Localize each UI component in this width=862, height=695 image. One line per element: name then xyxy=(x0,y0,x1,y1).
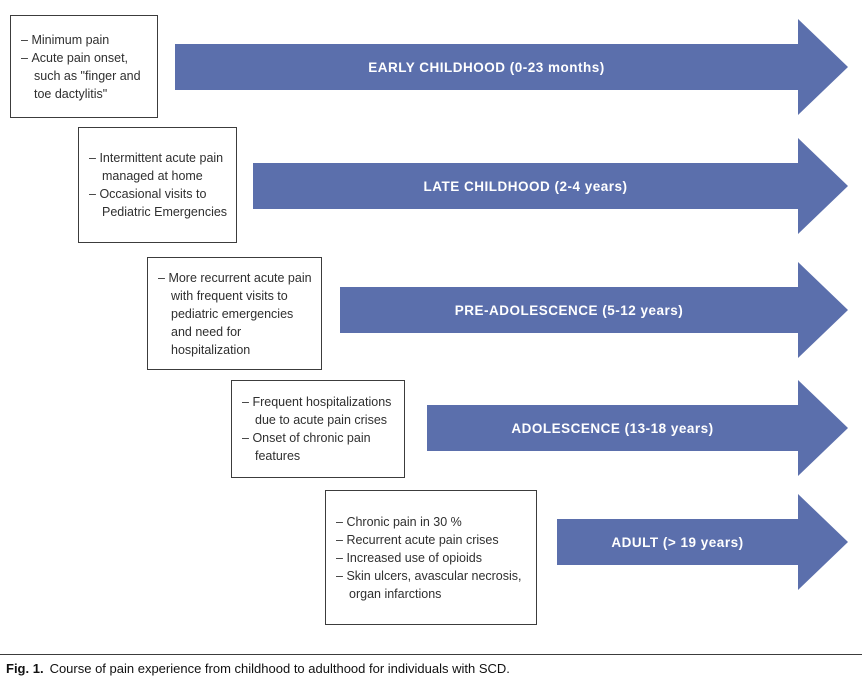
arrow-late-childhood: LATE CHILDHOOD (2-4 years) xyxy=(253,138,848,234)
note-bullet-list: Frequent hospitalizations due to acute p… xyxy=(242,393,399,465)
note-bullet: Frequent hospitalizations due to acute p… xyxy=(242,393,399,429)
arrow-body: PRE-ADOLESCENCE (5-12 years) xyxy=(340,287,798,333)
note-bullet-list: Minimum pain Acute pain onset, such as "… xyxy=(21,31,152,103)
note-bullet: Chronic pain in 30 % xyxy=(336,513,531,531)
caption-divider xyxy=(0,654,862,655)
note-box-pre-adolescence: More recurrent acute pain with frequent … xyxy=(147,257,322,370)
caption-figure-number: Fig. 1. xyxy=(6,661,44,676)
arrow-early-childhood: EARLY CHILDHOOD (0-23 months) xyxy=(175,19,848,115)
arrow-adolescence: ADOLESCENCE (13-18 years) xyxy=(427,380,848,476)
note-bullet: Increased use of opioids xyxy=(336,549,531,567)
arrow-body: ADOLESCENCE (13-18 years) xyxy=(427,405,798,451)
note-bullet: Skin ulcers, avascular necrosis, organ i… xyxy=(336,567,531,603)
arrow-adult: ADULT (> 19 years) xyxy=(557,494,848,590)
note-box-adult: Chronic pain in 30 % Recurrent acute pai… xyxy=(325,490,537,625)
note-bullet-list: Intermittent acute pain managed at home … xyxy=(89,149,231,221)
stage-label-pre-adolescence: PRE-ADOLESCENCE (5-12 years) xyxy=(454,302,684,318)
note-bullet: Occasional visits to Pediatric Emergenci… xyxy=(89,185,231,221)
note-bullet-list: Chronic pain in 30 % Recurrent acute pai… xyxy=(336,513,531,603)
arrow-head-icon xyxy=(798,262,848,358)
arrow-body: LATE CHILDHOOD (2-4 years) xyxy=(253,163,798,209)
caption-text: Course of pain experience from childhood… xyxy=(49,661,510,676)
note-bullet: Minimum pain xyxy=(21,31,152,49)
note-box-early-childhood: Minimum pain Acute pain onset, such as "… xyxy=(10,15,158,118)
note-bullet: Onset of chronic pain features xyxy=(242,429,399,465)
note-bullet: Intermittent acute pain managed at home xyxy=(89,149,231,185)
stage-label-adult: ADULT (> 19 years) xyxy=(611,534,744,550)
stage-label-late-childhood: LATE CHILDHOOD (2-4 years) xyxy=(423,178,628,194)
arrow-body: EARLY CHILDHOOD (0-23 months) xyxy=(175,44,798,90)
note-bullet: More recurrent acute pain with frequent … xyxy=(158,269,316,359)
arrow-body: ADULT (> 19 years) xyxy=(557,519,798,565)
figure-caption: Fig. 1. Course of pain experience from ch… xyxy=(6,661,510,676)
arrow-pre-adolescence: PRE-ADOLESCENCE (5-12 years) xyxy=(340,262,848,358)
arrow-head-icon xyxy=(798,494,848,590)
note-bullet: Acute pain onset, such as "finger and to… xyxy=(21,49,152,103)
note-box-late-childhood: Intermittent acute pain managed at home … xyxy=(78,127,237,243)
stage-label-early-childhood: EARLY CHILDHOOD (0-23 months) xyxy=(368,59,605,75)
note-box-adolescence: Frequent hospitalizations due to acute p… xyxy=(231,380,405,478)
note-bullet: Recurrent acute pain crises xyxy=(336,531,531,549)
stage-label-adolescence: ADOLESCENCE (13-18 years) xyxy=(511,420,714,436)
note-bullet-list: More recurrent acute pain with frequent … xyxy=(158,269,316,359)
arrow-head-icon xyxy=(798,19,848,115)
arrow-head-icon xyxy=(798,138,848,234)
arrow-head-icon xyxy=(798,380,848,476)
